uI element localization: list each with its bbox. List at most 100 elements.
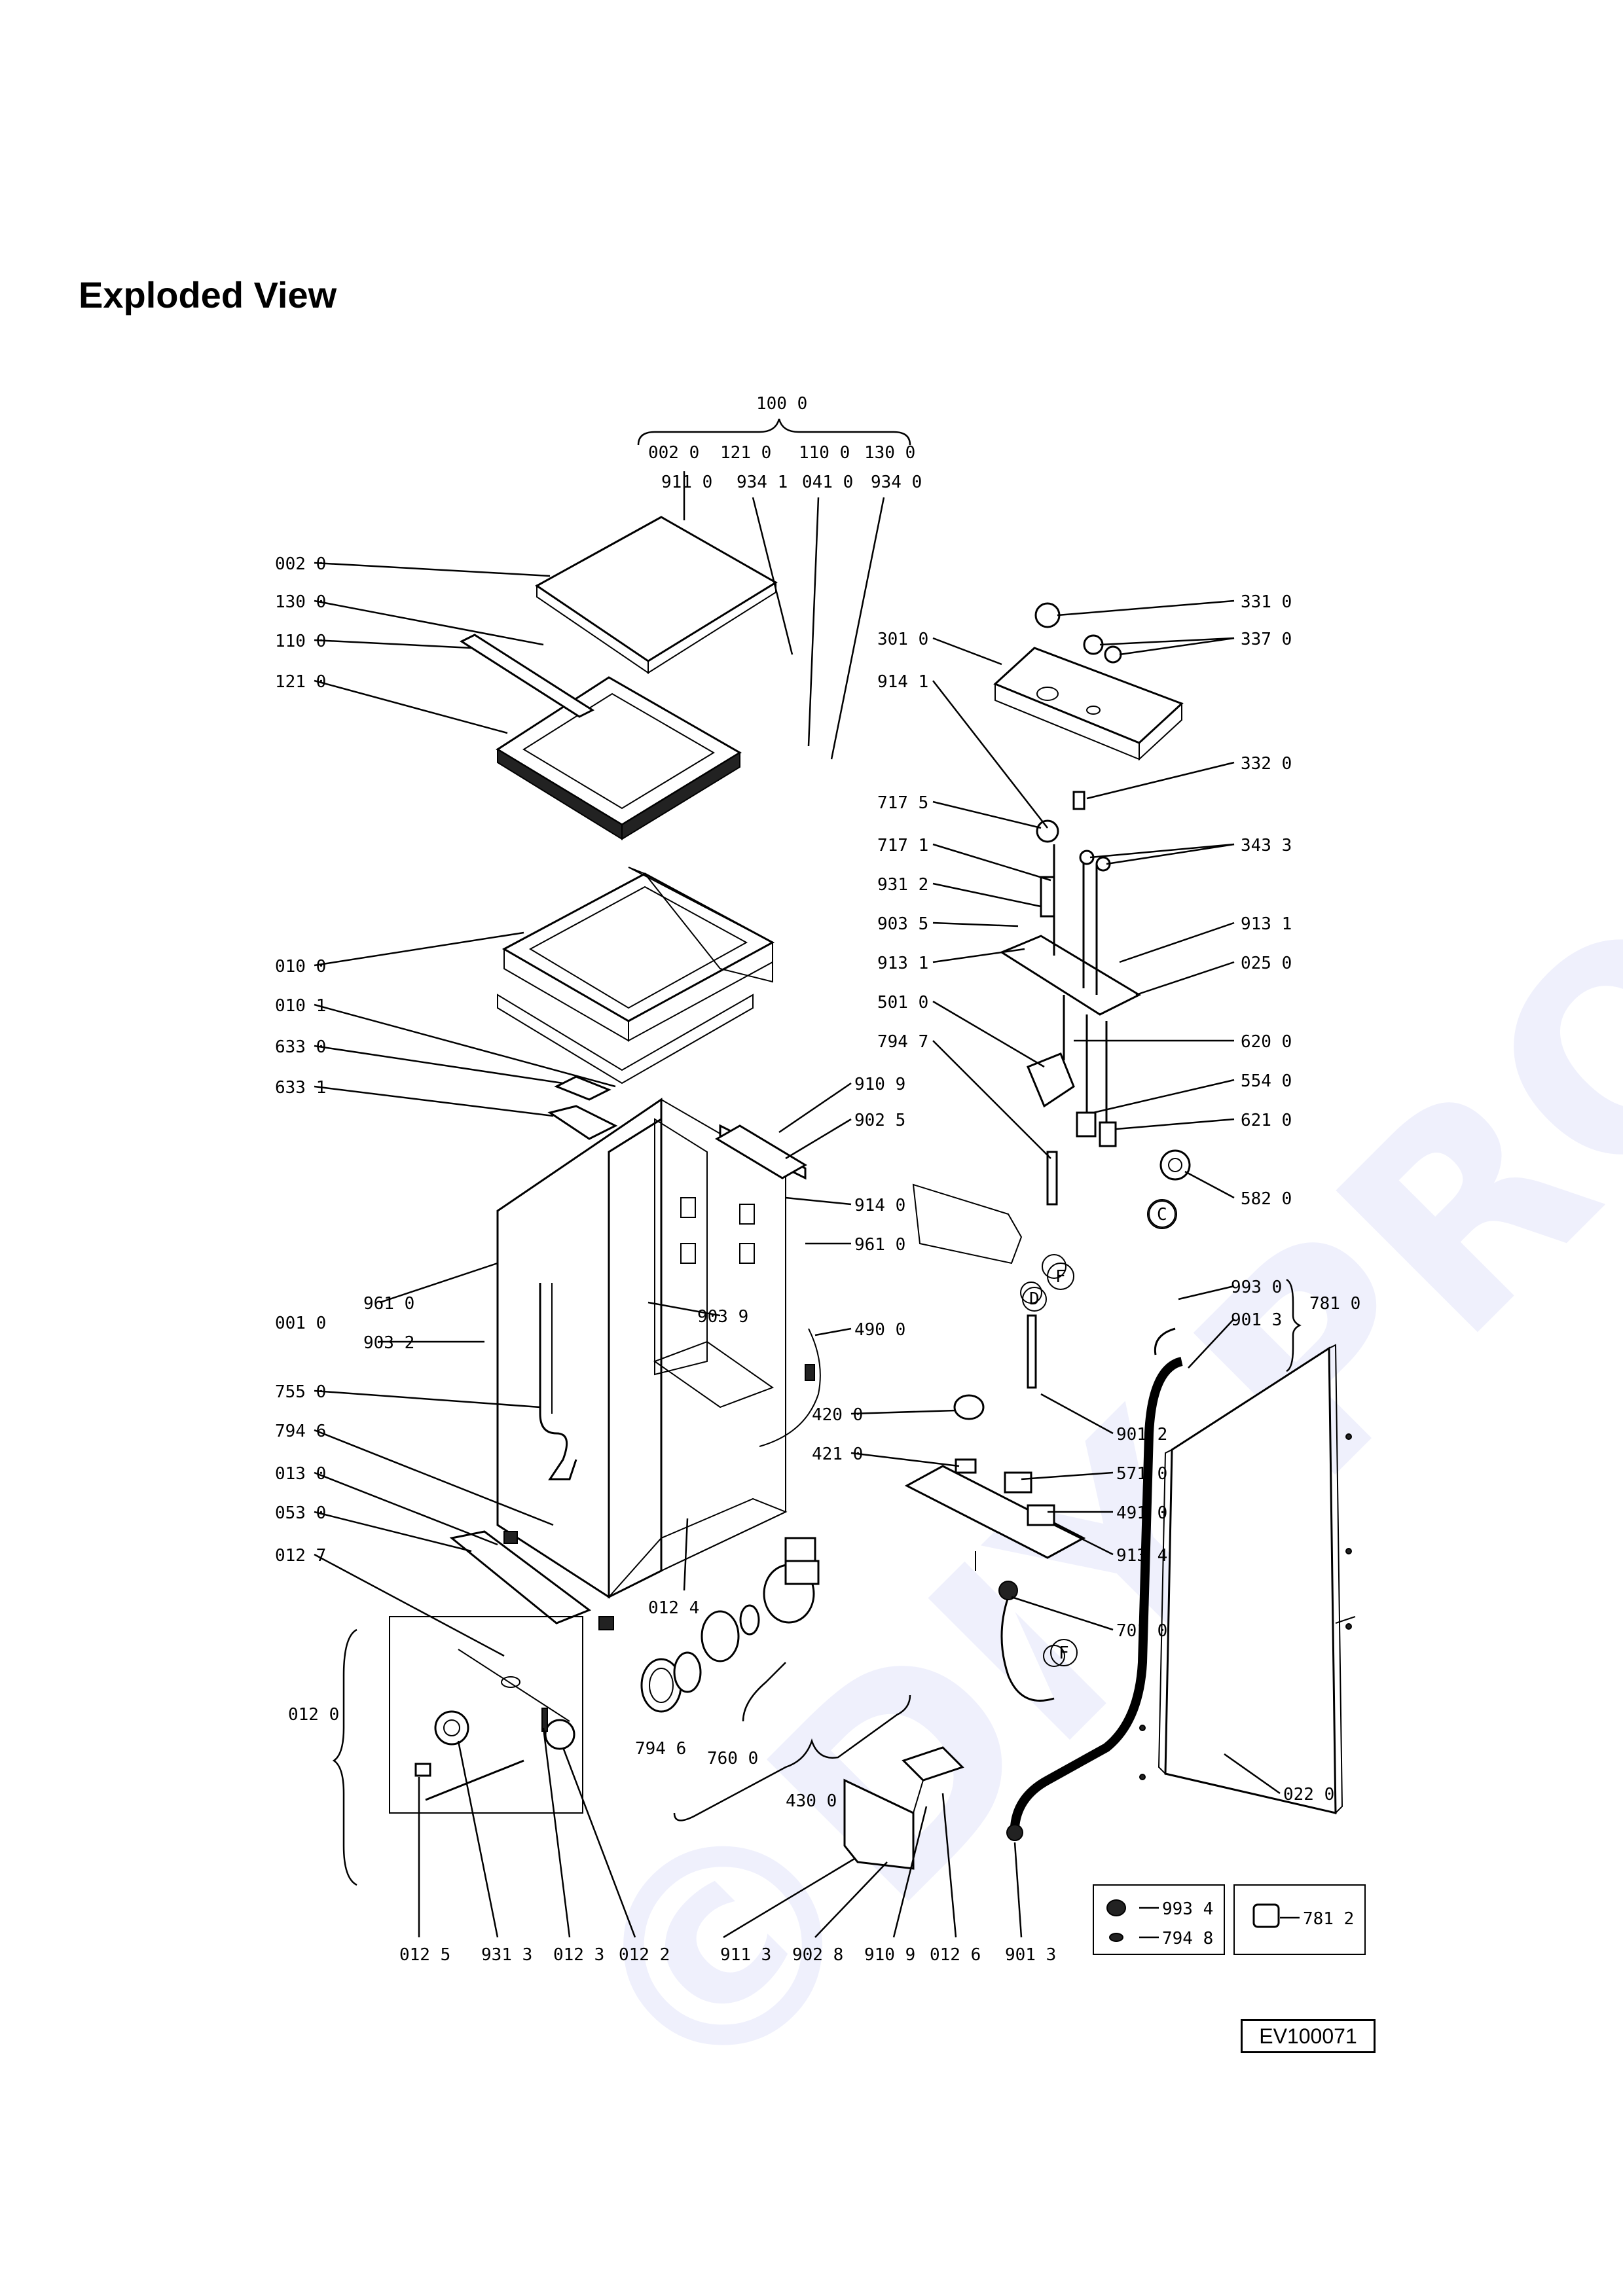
label-934-1: 934 1 (737, 473, 788, 492)
label-717-5: 717 5 (877, 793, 928, 813)
label-755-0: 755 0 (275, 1382, 326, 1402)
label-501-0: 501 0 (877, 993, 928, 1013)
label-961-0-a: 961 0 (363, 1294, 414, 1314)
label-717-1: 717 1 (877, 836, 928, 855)
leader-lines (314, 471, 1300, 1939)
label-012-4: 012 4 (648, 1598, 699, 1618)
label-002-0-top: 002 0 (648, 443, 699, 463)
label-931-3: 931 3 (481, 1945, 532, 1965)
label-130-0-top: 130 0 (864, 443, 915, 463)
label-301-0: 301 0 (877, 630, 928, 649)
label-993-0: 993 0 (1231, 1278, 1282, 1297)
legend-box-1 (1093, 1884, 1225, 1955)
label-914-1: 914 1 (877, 672, 928, 692)
label-911-3: 911 3 (720, 1945, 771, 1965)
label-910-9-b: 910 9 (864, 1945, 915, 1965)
label-343-3: 343 3 (1241, 836, 1292, 855)
label-901-3-a: 901 3 (1231, 1310, 1282, 1330)
label-332-0: 332 0 (1241, 754, 1292, 774)
label-903-2: 903 2 (363, 1333, 414, 1353)
label-491-0: 491 0 (1116, 1503, 1167, 1523)
label-012-6: 012 6 (930, 1945, 981, 1965)
page-title: Exploded View (79, 274, 337, 315)
label-010-1: 010 1 (275, 996, 326, 1016)
label-013-0: 013 0 (275, 1464, 326, 1484)
label-620-0: 620 0 (1241, 1032, 1292, 1052)
label-025-0: 025 0 (1241, 954, 1292, 973)
label-571-0: 571 0 (1116, 1464, 1167, 1484)
label-121-0-top: 121 0 (720, 443, 771, 463)
label-337-0: 337 0 (1241, 630, 1292, 649)
rear-bracket (715, 1124, 807, 1179)
marker-f-2: F (1059, 1643, 1069, 1663)
label-934-0: 934 0 (871, 473, 922, 492)
valve-bracket (904, 1465, 1086, 1559)
label-331-0: 331 0 (1241, 592, 1292, 612)
drain-hose (1010, 1357, 1184, 1840)
document-code: EV100071 (1241, 2019, 1376, 2053)
label-910-9-a: 910 9 (854, 1075, 905, 1094)
marker-c: C (1157, 1205, 1167, 1225)
label-010-0: 010 0 (275, 957, 326, 977)
label-430-0: 430 0 (786, 1791, 837, 1811)
label-121-0: 121 0 (275, 672, 326, 692)
label-041-0: 041 0 (802, 473, 853, 492)
power-cable (759, 1328, 821, 1447)
label-911-0: 911 0 (661, 473, 712, 492)
knob (1034, 602, 1061, 628)
label-633-1: 633 1 (275, 1078, 326, 1098)
label-961-0-b: 961 0 (854, 1235, 905, 1255)
label-022-0: 022 0 (1283, 1785, 1334, 1804)
wheel-582 (1159, 1149, 1191, 1181)
label-053-0: 053 0 (275, 1503, 326, 1523)
door-base (497, 994, 754, 1085)
label-901-3-b: 901 3 (1005, 1945, 1056, 1965)
label-993-4: 993 4 (1162, 1899, 1213, 1919)
label-913-4: 913 4 (1116, 1546, 1167, 1566)
label-781-2: 781 2 (1303, 1909, 1354, 1929)
label-421-0: 421 0 (812, 1444, 863, 1464)
label-794-8: 794 8 (1162, 1929, 1213, 1948)
drain-tube (539, 1283, 577, 1480)
label-781-0: 781 0 (1309, 1294, 1360, 1314)
label-012-5: 012 5 (399, 1945, 450, 1965)
label-012-3: 012 3 (553, 1945, 604, 1965)
label-794-6-a: 794 6 (275, 1422, 326, 1441)
door-panel (501, 872, 775, 1022)
base-bracket (843, 1778, 915, 1870)
label-554-0: 554 0 (1241, 1071, 1292, 1091)
side-flap (912, 1183, 1023, 1265)
label-490-0: 490 0 (854, 1320, 905, 1340)
label-914-0: 914 0 (854, 1196, 905, 1215)
label-100-0: 100 0 (756, 394, 807, 414)
label-012-2: 012 2 (619, 1945, 670, 1965)
switch-plate (999, 935, 1142, 1016)
marker-f-1: F (1055, 1267, 1066, 1287)
inlet-hose (1000, 1596, 1055, 1702)
rail (459, 634, 595, 718)
label-902-8: 902 8 (792, 1945, 843, 1965)
label-903-5: 903 5 (877, 914, 928, 934)
part-labels: 100 0 002 0 121 0 110 0 130 0 911 0 934 … (275, 394, 1360, 1965)
label-012-7: 012 7 (275, 1546, 326, 1566)
label-794-7: 794 7 (877, 1032, 928, 1052)
label-903-9: 903 9 (697, 1307, 748, 1327)
label-001-0: 001 0 (275, 1314, 326, 1333)
side-panel (1139, 1344, 1356, 1815)
filter-module-box (389, 1616, 583, 1814)
timer-motor (1027, 1052, 1075, 1108)
marker-d: D (1029, 1289, 1040, 1309)
label-931-2: 931 2 (877, 875, 928, 895)
label-621-0: 621 0 (1241, 1111, 1292, 1130)
label-913-1-a: 913 1 (1241, 914, 1292, 934)
label-701-0: 701 0 (1116, 1621, 1167, 1641)
hinge-block (554, 1075, 611, 1101)
pump-assembly (640, 1537, 820, 1713)
label-012-0: 012 0 (288, 1705, 339, 1725)
label-913-1-b: 913 1 (877, 954, 928, 973)
top-lid (535, 516, 778, 662)
label-582-0: 582 0 (1241, 1189, 1292, 1209)
label-902-5: 902 5 (854, 1111, 905, 1130)
top-frame (496, 676, 742, 826)
